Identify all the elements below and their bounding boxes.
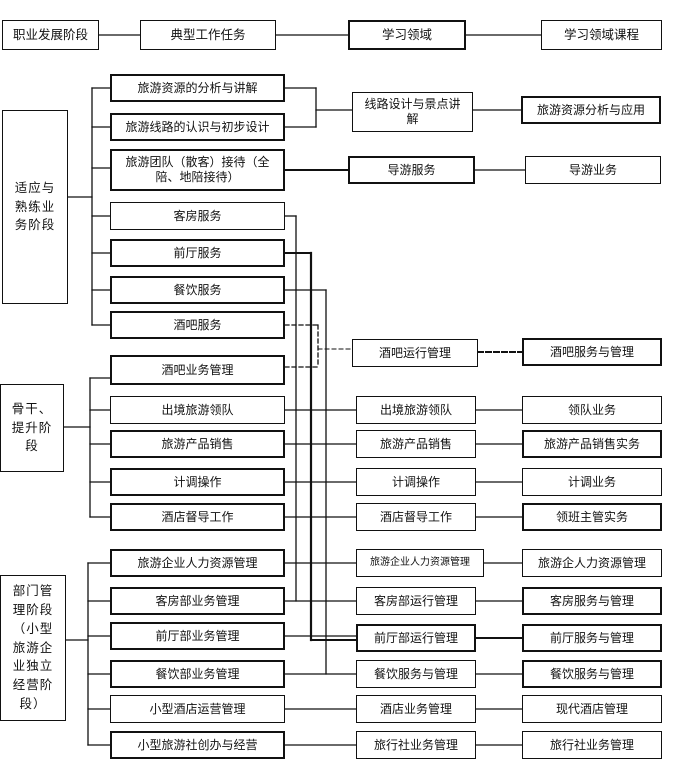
task-box: 旅游企业人力资源管理 [110,549,285,577]
task-box: 出境旅游领队 [110,396,285,424]
header-domain-course: 学习领域课程 [541,20,662,50]
course-box: 旅行社业务管理 [522,731,662,759]
domain-box: 计调操作 [356,468,476,496]
course-box: 领班主管实务 [522,503,662,531]
task-box: 酒店督导工作 [110,503,285,531]
task-box: 酒吧服务 [110,311,285,339]
course-box: 客房服务与管理 [522,587,662,615]
domain-box: 线路设计与景点讲解 [352,92,473,132]
task-box: 小型旅游社创办与经营 [110,731,285,759]
domain-box: 酒吧运行管理 [352,339,478,367]
task-box: 前厅服务 [110,239,285,267]
domain-box: 酒店督导工作 [356,503,476,531]
stage-backbone: 骨干、提升阶段 [0,384,64,472]
stage-department: 部门管理阶段（小型旅游企业独立经营阶段） [0,575,66,721]
task-box: 小型酒店运营管理 [110,695,285,723]
task-box: 旅游线路的认识与初步设计 [110,113,285,141]
task-box: 客房服务 [110,202,285,230]
course-box: 领队业务 [522,396,662,424]
domain-box: 前厅部运行管理 [356,624,476,652]
task-box: 前厅部业务管理 [110,622,285,650]
task-box: 餐饮服务 [110,276,285,304]
course-box: 导游业务 [525,156,661,184]
domain-box: 酒店业务管理 [356,695,476,723]
domain-box: 旅行社业务管理 [356,731,476,759]
course-box: 酒吧服务与管理 [522,338,662,366]
domain-box: 出境旅游领队 [356,396,476,424]
header-career-stage: 职业发展阶段 [2,20,99,50]
course-box: 餐饮服务与管理 [522,660,662,688]
task-box: 餐饮部业务管理 [110,660,285,688]
domain-box: 导游服务 [348,156,475,184]
course-box: 前厅服务与管理 [522,624,662,652]
task-box: 旅游资源的分析与讲解 [110,74,285,102]
course-box: 旅游企人力资源管理 [522,549,662,577]
domain-box: 旅游企业人力资源管理 [356,549,484,577]
header-learning-domain: 学习领域 [348,20,466,50]
course-box: 现代酒店管理 [522,695,662,723]
task-box: 客房部业务管理 [110,587,285,615]
task-box: 旅游产品销售 [110,430,285,458]
domain-box: 旅游产品销售 [356,430,476,458]
task-box: 旅游团队（散客）接待（全陪、地陪接待） [110,149,285,191]
domain-box: 餐饮服务与管理 [356,660,476,688]
stage-adapt: 适应与熟练业务阶段 [2,110,68,304]
task-box: 酒吧业务管理 [110,355,285,385]
task-box: 计调操作 [110,468,285,496]
course-box: 旅游资源分析与应用 [521,96,661,124]
domain-box: 客房部运行管理 [356,587,476,615]
header-typical-task: 典型工作任务 [140,20,276,50]
course-box: 计调业务 [522,468,662,496]
course-box: 旅游产品销售实务 [522,430,662,458]
